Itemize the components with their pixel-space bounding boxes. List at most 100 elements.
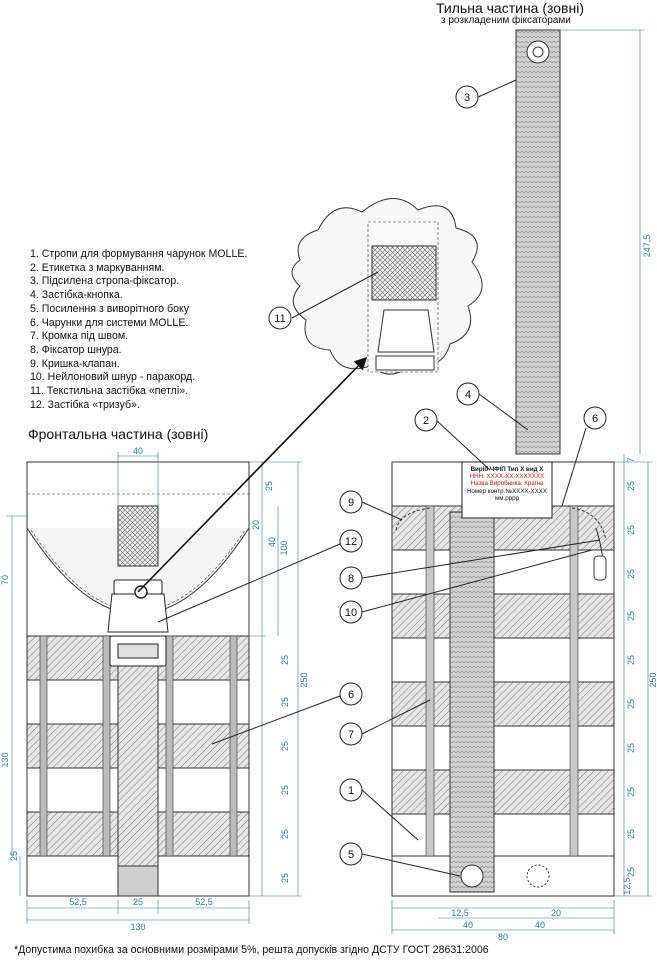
svg-text:10: 10 — [345, 607, 357, 619]
dim-back-r5: 25 — [626, 655, 636, 665]
dim-back-r3: 25 — [626, 569, 636, 579]
callout-6-back — [583, 406, 607, 430]
label-line-2: ННН: ХХХХ-ХХ-ХХХХХХХ — [469, 473, 545, 481]
snap-bottom-icon — [460, 864, 484, 888]
callout-8 — [339, 566, 363, 590]
legend-item: 12. Застібка «тризуб». — [30, 398, 140, 411]
dim-front-m3: 25 — [280, 741, 290, 751]
back-molle-rows — [391, 505, 615, 897]
dim-back-r4: 25 — [626, 611, 636, 621]
parts-legend: 1. Стропи для формування чарунок MOLLE. … — [30, 248, 330, 412]
dim-front-r40: 40 — [267, 537, 277, 547]
dim-back-20: 20 — [551, 908, 561, 918]
cord-lock-icon — [593, 555, 607, 581]
dim-back-strap: 247,5 — [642, 235, 652, 258]
legend-item: 6. Чарунки для системи MOLLE. — [30, 316, 189, 329]
legend-item: 5. Посилення з виворітного боку — [30, 302, 190, 315]
dim-front-m6: 25 — [280, 873, 290, 883]
dim-back-125r: 12,5 — [622, 877, 632, 895]
svg-text:6: 6 — [592, 413, 598, 425]
snap-top-icon — [526, 40, 550, 64]
callout-11 — [268, 306, 292, 330]
legend-item: 7. Кромка під швом. — [30, 330, 129, 343]
dim-back-width: 80 — [498, 932, 508, 942]
dim-front-m4: 25 — [280, 785, 290, 795]
back-dimensions — [391, 29, 652, 934]
back-view — [391, 29, 615, 897]
legend-item: 2. Етикетка з маркуванням. — [30, 261, 165, 274]
snap-button-icon — [134, 585, 148, 599]
callout-10 — [339, 600, 363, 624]
callout-12 — [339, 529, 363, 553]
legend-item: 3. Підсилена стропа-фіксатор. — [30, 275, 180, 288]
svg-text:11: 11 — [274, 313, 285, 325]
dim-back-40b: 40 — [535, 920, 545, 930]
dim-back-r9: 25 — [626, 829, 636, 839]
callout-6-front — [339, 682, 363, 706]
dim-back-height: 250 — [648, 672, 657, 687]
back-subtitle: з розкладеним фіксаторами — [441, 15, 571, 26]
svg-text:3: 3 — [464, 92, 470, 104]
back-center-strap — [449, 511, 495, 893]
loop-fastener-detail — [371, 245, 437, 301]
callouts: 3 4 2 6 9 8 10 7 1 5 6 12 — [157, 79, 607, 877]
detail-callout — [291, 198, 483, 375]
front-view — [26, 461, 250, 897]
dim-front-r25: 25 — [264, 481, 274, 491]
legend-item: 9. Кришка-клапан. — [30, 357, 120, 370]
svg-text:1: 1 — [348, 785, 354, 797]
label-line-4: Номер контр.№ХХХХ-ХХХХ — [466, 487, 548, 495]
dim-back-r7: 25 — [626, 743, 636, 753]
callout-4 — [456, 382, 480, 406]
label-line-1: Виріб ЧФІП Тип Х вид Х — [470, 466, 544, 473]
front-dim-labels: 40 52,5 25 52,5 130 70 130 25 25 20 40 1… — [0, 446, 309, 932]
legend-item: 11. Текстильна застібка «петлі». — [30, 385, 189, 398]
dim-front-right: 52,5 — [195, 897, 213, 907]
dim-back-7: 7 — [626, 457, 636, 462]
back-title: Тильна частина (зовні) — [436, 0, 584, 16]
dim-back-r8: 25 — [626, 787, 636, 797]
svg-text:8: 8 — [348, 573, 354, 585]
dim-back-r10: 25 — [626, 867, 636, 877]
dim-front-mid: 25 — [133, 897, 143, 907]
dim-front-25: 25 — [9, 851, 19, 861]
dim-back-r1: 25 — [626, 481, 636, 491]
label-tag: Виріб ЧФІП Тип Х вид Х ННН: ХХХХ-ХХ-ХХХХ… — [466, 466, 548, 502]
label-line-3: Назва Виробника. Країна — [470, 480, 544, 488]
svg-text:12: 12 — [345, 536, 357, 548]
dim-front-70: 70 — [0, 575, 10, 585]
dim-front-left: 52,5 — [69, 897, 87, 907]
callout-5 — [339, 842, 363, 866]
back-dim-labels: 247,5 7 25 25 25 25 25 25 25 25 25 25 12… — [451, 235, 657, 942]
front-dimensions — [6, 452, 302, 924]
legend-item: 8. Фіксатор шнура. — [30, 343, 122, 356]
detail-arrow — [137, 356, 368, 593]
svg-text:9: 9 — [348, 497, 354, 509]
dim-front-height: 250 — [299, 672, 309, 687]
dim-front-m2: 25 — [280, 697, 290, 707]
footnote: *Допустима похибка за основними розмірам… — [14, 944, 489, 956]
dim-front-width: 130 — [130, 922, 145, 932]
legend-item: 1. Стропи для формування чарунок MOLLE. — [30, 248, 248, 260]
front-center-strap — [117, 661, 159, 897]
trident-buckle — [107, 579, 169, 667]
callout-2 — [414, 408, 438, 432]
svg-text:6: 6 — [348, 689, 354, 701]
callout-1 — [339, 778, 363, 802]
dim-front-130: 130 — [0, 752, 10, 767]
legend-item: 10. Нейлоновий шнур - паракорд. — [30, 371, 196, 384]
label-tag-box — [461, 461, 553, 519]
dim-back-r6: 25 — [626, 699, 636, 709]
front-title: Фронтальна частина (зовні) — [28, 426, 209, 442]
svg-text:7: 7 — [348, 729, 354, 741]
svg-text:2: 2 — [423, 415, 429, 427]
snap-rear-icon — [526, 864, 550, 888]
svg-text:4: 4 — [465, 389, 471, 401]
dim-front-r20: 20 — [251, 520, 261, 530]
reinforced-strap — [515, 29, 561, 455]
dim-front-m5: 25 — [280, 829, 290, 839]
callout-7 — [339, 722, 363, 746]
dim-back-125: 12,5 — [451, 908, 469, 918]
callout-3 — [455, 85, 479, 109]
